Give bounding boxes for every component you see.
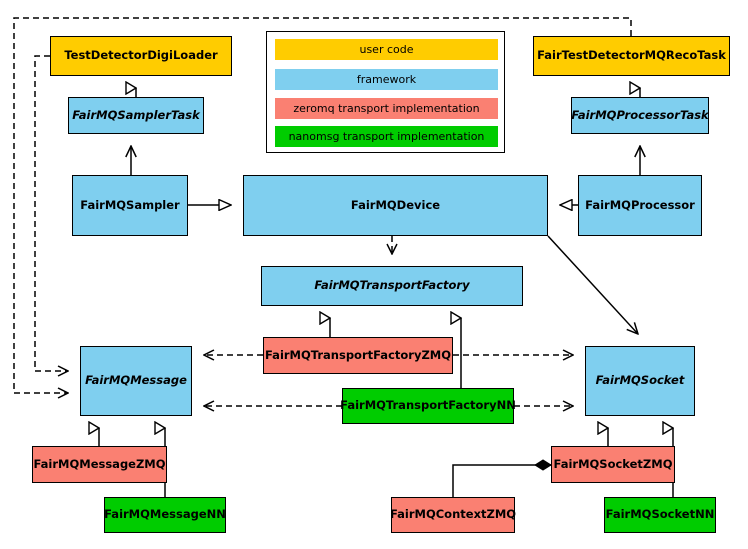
edge-device-to-socket [547, 235, 638, 334]
node-label: FairMQProcessorTask [571, 107, 709, 122]
node-fairtestdetectormqrecotask[interactable]: FairTestDetectorMQRecoTask [533, 36, 730, 76]
edge-digiloader-to-message [34, 55, 68, 371]
node-label: FairMQSamplerTask [72, 107, 200, 122]
node-label: FairMQDevice [350, 197, 441, 212]
node-fairmqsocketnn[interactable]: FairMQSocketNN [604, 497, 716, 533]
edge-contextzmq-to-socketzmq [452, 459, 552, 497]
node-fairmqdevice[interactable]: FairMQDevice [243, 175, 548, 236]
node-label: FairMQTransportFactory [314, 278, 470, 293]
node-testdetectordigiloader[interactable]: TestDetectorDigiLoader [50, 36, 232, 76]
node-label: FairMQMessage [85, 373, 187, 388]
legend-item-nanomsg: nanomsg transport implementation [275, 126, 498, 147]
node-label: FairTestDetectorMQRecoTask [537, 48, 726, 63]
node-label: FairMQMessageNN [104, 507, 226, 522]
node-fairmqmessagezmq[interactable]: FairMQMessageZMQ [32, 446, 167, 483]
node-label: FairMQProcessor [585, 197, 695, 212]
node-label: FairMQSocket [595, 373, 685, 388]
node-fairmqsocket[interactable]: FairMQSocket [585, 346, 695, 416]
legend-item-zeromq: zeromq transport implementation [275, 98, 498, 119]
node-label: FairMQSocketNN [605, 507, 715, 522]
node-label: FairMQSampler [80, 197, 180, 212]
node-fairmqsamplertask[interactable]: FairMQSamplerTask [68, 97, 204, 134]
legend-label: user code [359, 43, 414, 56]
node-fairmqmessagenn[interactable]: FairMQMessageNN [104, 497, 226, 533]
node-fairmqsocketzmq[interactable]: FairMQSocketZMQ [551, 446, 675, 483]
node-fairmqmessage[interactable]: FairMQMessage [80, 346, 192, 416]
node-label: FairMQContextZMQ [389, 507, 517, 522]
node-fairmqtransportfactorynn[interactable]: FairMQTransportFactoryNN [340, 388, 516, 424]
node-label: FairMQTransportFactoryNN [340, 398, 516, 413]
legend-item-framework: framework [275, 69, 498, 90]
node-fairmqtransportfactory[interactable]: FairMQTransportFactory [261, 266, 523, 306]
node-fairmqprocessortask[interactable]: FairMQProcessorTask [571, 97, 709, 134]
legend-panel: user code framework zeromq transport imp… [266, 31, 505, 153]
node-fairmqprocessor[interactable]: FairMQProcessor [578, 175, 702, 236]
legend-item-user-code: user code [275, 39, 498, 60]
edge-recotask-to-message [13, 17, 632, 393]
legend-label: framework [356, 73, 417, 86]
node-fairmqsampler[interactable]: FairMQSampler [72, 175, 188, 236]
node-label: TestDetectorDigiLoader [64, 48, 218, 63]
legend-label: nanomsg transport implementation [288, 130, 485, 143]
node-label: FairMQSocketZMQ [553, 456, 673, 471]
legend-label: zeromq transport implementation [293, 102, 480, 115]
node-fairmqtransportfactoryzmq[interactable]: FairMQTransportFactoryZMQ [263, 337, 453, 374]
node-label: FairMQTransportFactoryZMQ [265, 347, 452, 362]
node-label: FairMQMessageZMQ [33, 456, 166, 471]
node-fairmqcontextzmq[interactable]: FairMQContextZMQ [389, 497, 517, 533]
